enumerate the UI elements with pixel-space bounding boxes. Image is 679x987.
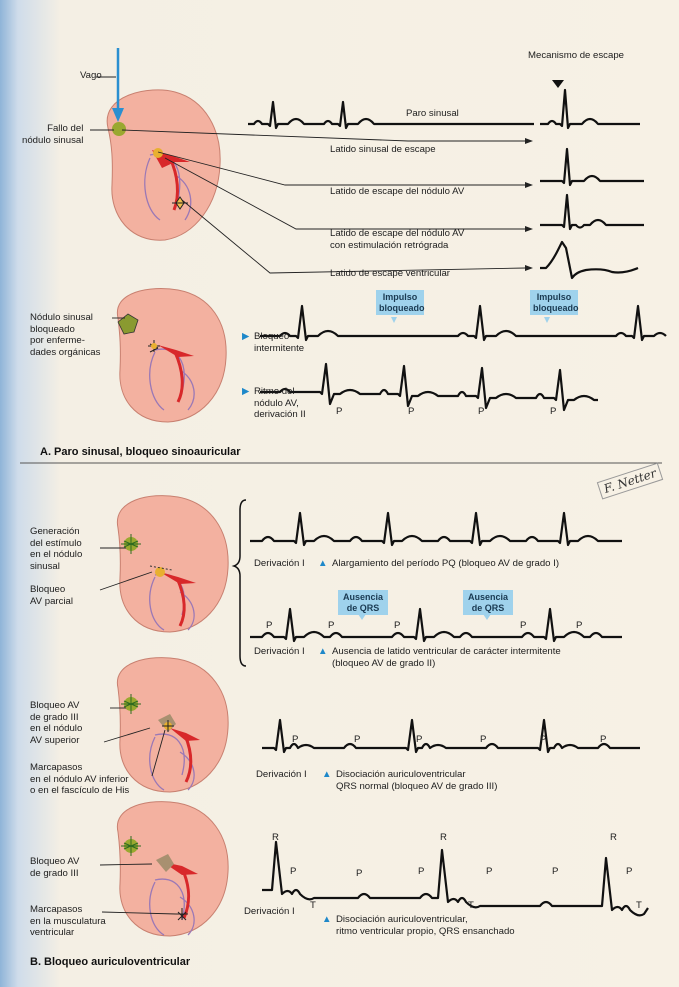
tri-marker-4: ▲	[318, 646, 328, 658]
trace-grado-i	[250, 513, 622, 545]
caption-grado-iii-wide: Disociación auriculoventricular, ritmo v…	[336, 914, 515, 937]
trace-latido-av	[540, 149, 644, 185]
p-label-d6: P	[626, 866, 632, 878]
label-ritmo-av: Ritmo del nódulo AV, derivación II	[254, 386, 306, 421]
label-paro-sinusal: Paro sinusal	[406, 108, 459, 120]
p-label-c5: P	[540, 734, 546, 746]
p-label-b1: P	[266, 620, 272, 632]
caption-grado-ii: Ausencia de latido ventricular de caráct…	[332, 646, 561, 669]
r-label-3: R	[610, 832, 617, 844]
callout-ausencia-qrs-2: Ausencia de QRS	[463, 590, 513, 615]
p-label-d3: P	[418, 866, 424, 878]
p-label-b4: P	[520, 620, 526, 632]
vago-arrow	[112, 48, 124, 122]
p-label-b2: P	[328, 620, 334, 632]
label-mecanismo-escape: Mecanismo de escape	[528, 50, 624, 62]
trace-bloqueo-intermitente	[260, 306, 666, 340]
trace-escape-mechanism	[540, 90, 640, 128]
heart-2	[117, 288, 226, 422]
caption-grado-i: Alargamiento del período PQ (bloqueo AV …	[332, 558, 559, 570]
label-derivacion-3: Derivación I	[256, 769, 307, 781]
p-label-d2: P	[356, 868, 362, 880]
callout-ausencia-qrs-1: Ausencia de QRS	[338, 590, 388, 615]
label-nodulo-bloqueado: Nódulo sinusal bloqueado por enferme- da…	[30, 312, 100, 358]
p-label-d4: P	[486, 866, 492, 878]
t-label-1: T	[310, 900, 316, 912]
trace-grado-ii	[250, 609, 622, 641]
label-bloqueo-iii-superior: Bloqueo AV de grado III en el nódulo AV …	[30, 700, 82, 746]
p-label-c6: P	[600, 734, 606, 746]
section-a-title: A. Paro sinusal, bloqueo sinoauricular	[40, 446, 241, 458]
trace-grado-iii-wide	[262, 842, 648, 915]
label-derivacion-1: Derivación I	[254, 558, 305, 570]
p-label-b5: P	[576, 620, 582, 632]
callout-impulso-bloqueado-1: Impulso bloqueado	[376, 290, 424, 315]
label-latido-sinusal: Latido sinusal de escape	[330, 144, 436, 156]
p-label-a1: P	[336, 406, 342, 418]
p-label-c2: P	[354, 734, 360, 746]
trace-paro-sinusal	[248, 102, 534, 128]
label-derivacion-4: Derivación I	[244, 906, 295, 918]
trace-ritmo-av	[260, 364, 598, 410]
label-marcapasos-av: Marcapasos en el nódulo AV inferior o en…	[30, 762, 129, 797]
t-label-2: T	[468, 900, 474, 912]
p-label-d1: P	[290, 866, 296, 878]
p-label-d5: P	[552, 866, 558, 878]
label-bloqueo-parcial: Bloqueo AV parcial	[30, 584, 73, 607]
tri-marker-1: ▶	[242, 331, 249, 343]
label-marcapasos-musculatura: Marcapasos en la musculatura ventricular	[30, 904, 106, 939]
r-label-1: R	[272, 832, 279, 844]
heart-5	[117, 802, 228, 936]
label-fallo-nodulo: Fallo del nódulo sinusal	[22, 123, 83, 146]
p-label-c4: P	[480, 734, 486, 746]
label-vago: Vago	[80, 70, 102, 82]
p-label-c1: P	[292, 734, 298, 746]
p-label-a3: P	[478, 406, 484, 418]
trace-latido-av-retro	[540, 195, 644, 229]
heart-3	[117, 496, 228, 632]
p-label-a4: P	[550, 406, 556, 418]
heart-4	[117, 658, 228, 792]
label-derivacion-2: Derivación I	[254, 646, 305, 658]
tri-marker-5: ▲	[322, 769, 332, 781]
trace-grado-iii-normal	[262, 720, 640, 752]
label-latido-ventricular: Latido de escape ventricular	[330, 268, 450, 280]
label-latido-av: Latido de escape del nódulo AV	[330, 186, 464, 198]
trace-latido-ventricular	[540, 242, 638, 278]
tri-marker-3: ▲	[318, 558, 328, 570]
callout-impulso-bloqueado-2: Impulso bloqueado	[530, 290, 578, 315]
r-label-2: R	[440, 832, 447, 844]
section-b-title: B. Bloqueo auriculoventricular	[30, 956, 190, 968]
tri-marker-2: ▶	[242, 386, 249, 398]
label-latido-av-retro: Latido de escape del nódulo AV con estim…	[330, 228, 464, 251]
p-label-b3: P	[394, 620, 400, 632]
caption-grado-iii-normal: Disociación auriculoventricular QRS norm…	[336, 769, 497, 792]
t-label-3: T	[636, 900, 642, 912]
tri-marker-6: ▲	[322, 914, 332, 926]
label-bloqueo-intermitente: Bloqueo intermitente	[254, 331, 304, 354]
label-generacion-estimulo: Generación del estímulo en el nódulo sin…	[30, 526, 82, 572]
label-bloqueo-iii: Bloqueo AV de grado III	[30, 856, 79, 879]
p-label-c3: P	[416, 734, 422, 746]
p-label-a2: P	[408, 406, 414, 418]
